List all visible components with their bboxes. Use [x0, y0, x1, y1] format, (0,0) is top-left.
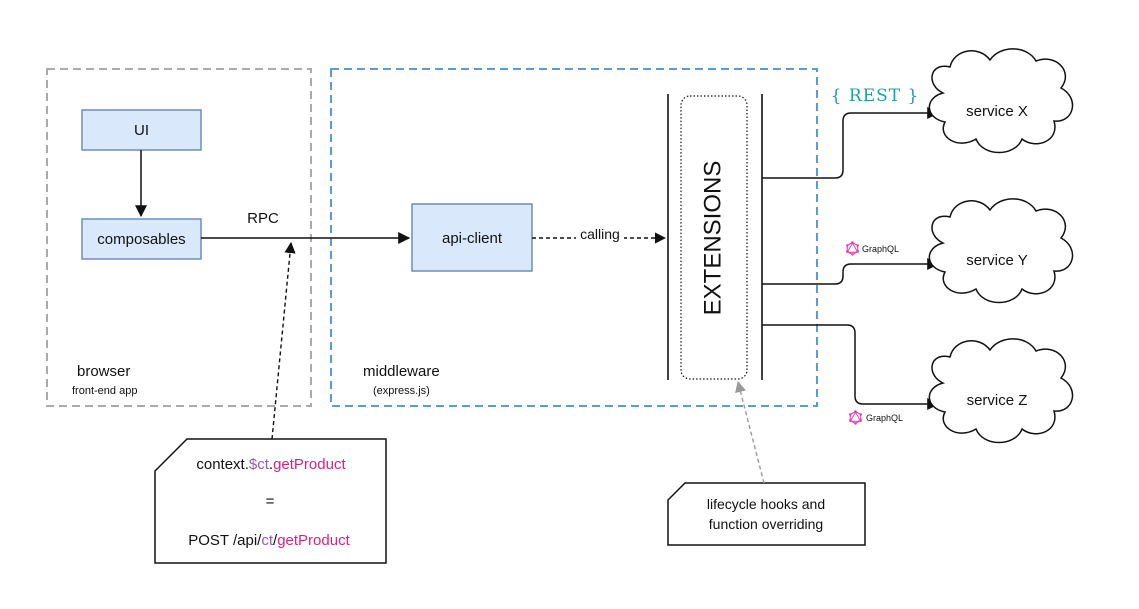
api-client-node-label: api-client: [442, 230, 503, 247]
service-x-node[interactable]: service X: [928, 48, 1074, 154]
graphql-icon-z: [848, 410, 863, 425]
ui-node-label: UI: [134, 122, 149, 139]
calling-label-bg: [576, 227, 624, 243]
context-note-line1-method: getProduct: [273, 456, 346, 473]
service-z-label: service Z: [967, 392, 1028, 409]
service-y-label: service Y: [966, 252, 1027, 269]
graphql-label-y: GraphQL: [862, 244, 899, 254]
middleware-group-title: middleware: [363, 363, 440, 380]
graphql-label-z: GraphQL: [866, 413, 903, 423]
service-z-cloud: [928, 338, 1074, 444]
extensions-to-service-x-edge: [762, 107, 940, 179]
lifecycle-note-pointer: [735, 380, 765, 484]
context-note-line3-slash: /: [273, 532, 278, 549]
context-note-line1-ct: $ct: [249, 456, 270, 473]
composables-node-label: composables: [97, 231, 185, 248]
service-z-node[interactable]: service Z: [928, 338, 1074, 444]
context-note-line3-part1: POST /api/: [188, 532, 262, 549]
service-x-label: service X: [966, 103, 1028, 120]
composables-node[interactable]: [81, 218, 202, 260]
lifecycle-note: [667, 482, 866, 546]
service-y-node[interactable]: service Y: [928, 198, 1074, 304]
ui-node[interactable]: [81, 109, 202, 151]
context-note-line1-part1: context.: [196, 456, 249, 473]
context-note-line1-dot: .: [269, 456, 273, 473]
extensions-to-service-y-edge: [762, 258, 940, 285]
service-x-cloud: [928, 48, 1074, 154]
context-note-line3: POST /api/ct/getProduct: [188, 532, 350, 549]
calling-edge-label: calling: [580, 226, 620, 242]
api-client-node[interactable]: [411, 203, 533, 272]
service-y-cloud: [928, 198, 1074, 304]
context-note-line1: context.$ct.getProduct: [196, 456, 346, 473]
middleware-group-subtitle: (express.js): [373, 385, 430, 397]
lifecycle-note-line2: function overriding: [709, 516, 823, 532]
context-note-line3-ct: ct: [261, 532, 274, 549]
extensions-to-service-z-edge: [762, 324, 940, 410]
rpc-edge-label: RPC: [247, 210, 279, 227]
browser-group-subtitle: front-end app: [72, 385, 137, 397]
context-note-equals: =: [266, 493, 275, 510]
middleware-group-border: [330, 68, 818, 407]
extensions-node-label: EXTENSIONS: [699, 161, 726, 316]
context-note-pointer: [271, 241, 296, 440]
browser-group-title: browser: [77, 363, 130, 380]
context-note-line3-method: getProduct: [277, 532, 350, 549]
rest-badge: { REST }: [831, 86, 920, 106]
lifecycle-note-line1: lifecycle hooks and: [707, 496, 825, 512]
extensions-node[interactable]: [680, 95, 748, 380]
graphql-icon-y: [845, 241, 860, 256]
context-note: [154, 438, 387, 564]
